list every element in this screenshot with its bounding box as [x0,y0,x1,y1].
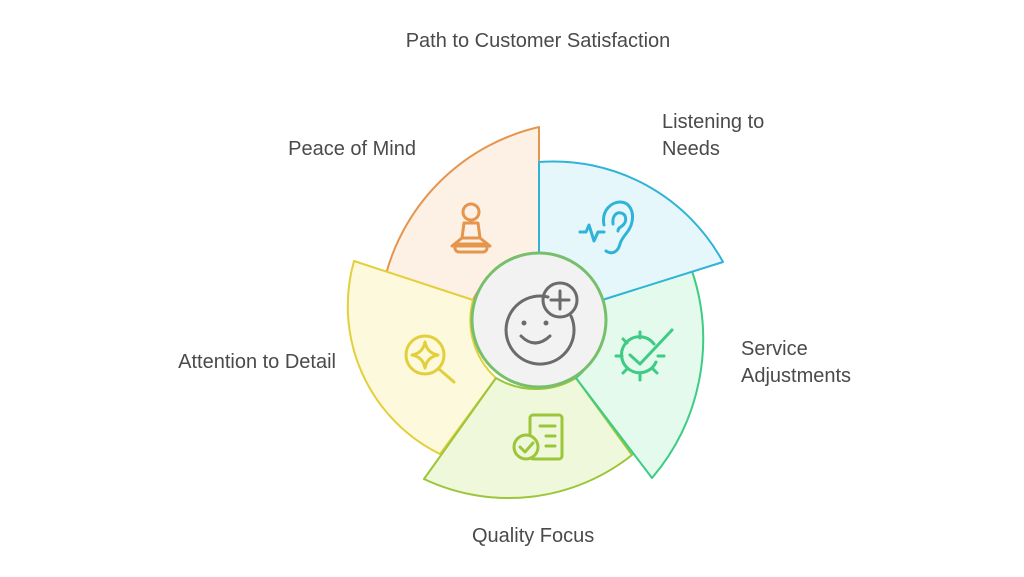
label-line: Adjustments [741,365,852,387]
label-listening-to-needs: Listening to Needs [662,109,764,163]
label-line: Needs [662,138,720,160]
meditation-person-icon [450,202,492,254]
diagram-title: Path to Customer Satisfaction [405,30,671,52]
label-line: Listening to [662,111,765,133]
center-circle [470,251,608,389]
ear-icon [578,200,634,255]
label-line: Quality Focus [472,525,595,547]
document-check-icon [512,413,564,461]
label-service-adjustments: Service Adjustments [741,336,851,390]
magnifier-sparkle-icon [404,334,456,384]
segment-attention-to-detail [346,260,497,455]
label-line: Attention to Detail [178,351,336,373]
label-line: Service [741,338,808,360]
label-peace-of-mind: Peace of Mind [288,136,416,163]
label-attention-to-detail: Attention to Detail [178,349,336,376]
gear-check-icon [614,328,674,382]
smiley-plus-icon [504,281,579,366]
label-line: Peace of Mind [288,138,416,160]
label-quality-focus: Quality Focus [472,523,594,550]
